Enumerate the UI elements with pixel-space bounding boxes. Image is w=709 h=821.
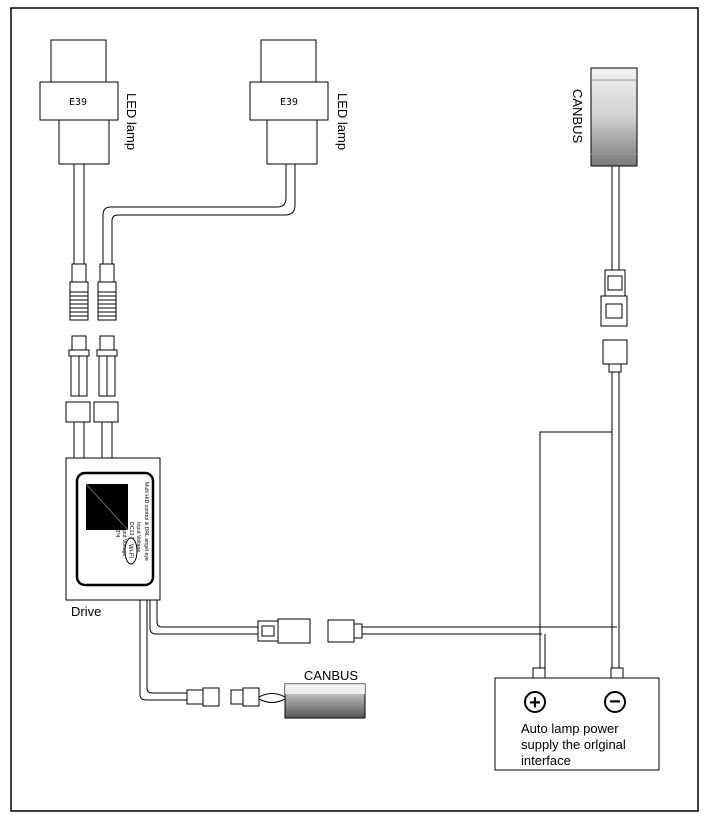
drive-connector-male-1: [65, 335, 91, 423]
power-supply-box: [494, 677, 660, 771]
canbus-bottom-label: CANBUS: [304, 668, 359, 683]
svg-text:Output Voltage: Output Voltage: [121, 522, 127, 556]
svg-text:Input Voltage: Input Voltage: [135, 522, 141, 552]
drive-panel-text: Multi HID control & DRL angel eye Input …: [114, 482, 149, 561]
power-label-line-1: Auto lamp power: [521, 721, 619, 736]
drive-input-wires: [73, 422, 113, 458]
canbus-bottom-plug: [186, 687, 286, 707]
svg-text:Wi-Fi: Wi-Fi: [127, 544, 133, 558]
svg-text:DC3*4: DC3*4: [114, 522, 120, 537]
harness-wire-to-power: [362, 626, 617, 635]
drive-output-wire-to-power: [149, 600, 258, 635]
lamp-1-cable: [73, 164, 85, 264]
svg-text:−: −: [609, 691, 621, 713]
canbus-top-connector-female: [600, 269, 628, 327]
lamp-2-cable: [102, 164, 296, 264]
drive-connector-male-2: [93, 335, 119, 423]
lamp-2-side-label: LED lamp: [335, 93, 350, 150]
led-lamp-1: [39, 39, 119, 165]
drive-output-wire-to-canbus: [139, 600, 187, 701]
drive-panel-image-diagonal: [85, 483, 129, 531]
lamp-2-connector-female: [97, 263, 117, 321]
led-lamp-2: [249, 39, 329, 165]
canbus-top-box: [590, 67, 638, 167]
svg-text:DC12-24V: DC12-24V: [128, 522, 134, 547]
canbus-top-connector-male: [602, 339, 628, 373]
lamp-1-connector-female: [69, 263, 89, 321]
svg-text:+: +: [529, 692, 541, 714]
lamp-1-side-label: LED lamp: [124, 93, 139, 150]
canbus-top-wire: [539, 372, 620, 668]
drive-label: Drive: [71, 604, 101, 619]
diagram-border: [10, 7, 699, 812]
harness-connector-male: [327, 619, 363, 643]
harness-connector-female: [257, 618, 311, 644]
lamp-2-socket-label: E39: [280, 97, 298, 108]
canbus-bottom-box-highlight: [285, 684, 365, 694]
power-terminals: [532, 667, 624, 679]
svg-text:Multi HID control & DRL angel: Multi HID control & DRL angel eye: [143, 482, 149, 561]
minus-terminal-icon: −: [604, 691, 626, 713]
wifi-badge: Wi-Fi: [124, 537, 138, 565]
power-label-line-3: interface: [521, 753, 571, 768]
lamp-1-socket-label: E39: [69, 97, 87, 108]
power-label-line-2: supply the orlginal: [521, 737, 626, 752]
canbus-top-cable: [611, 166, 620, 270]
plus-terminal-icon: +: [524, 691, 546, 714]
canbus-top-label: CANBUS: [570, 89, 585, 144]
